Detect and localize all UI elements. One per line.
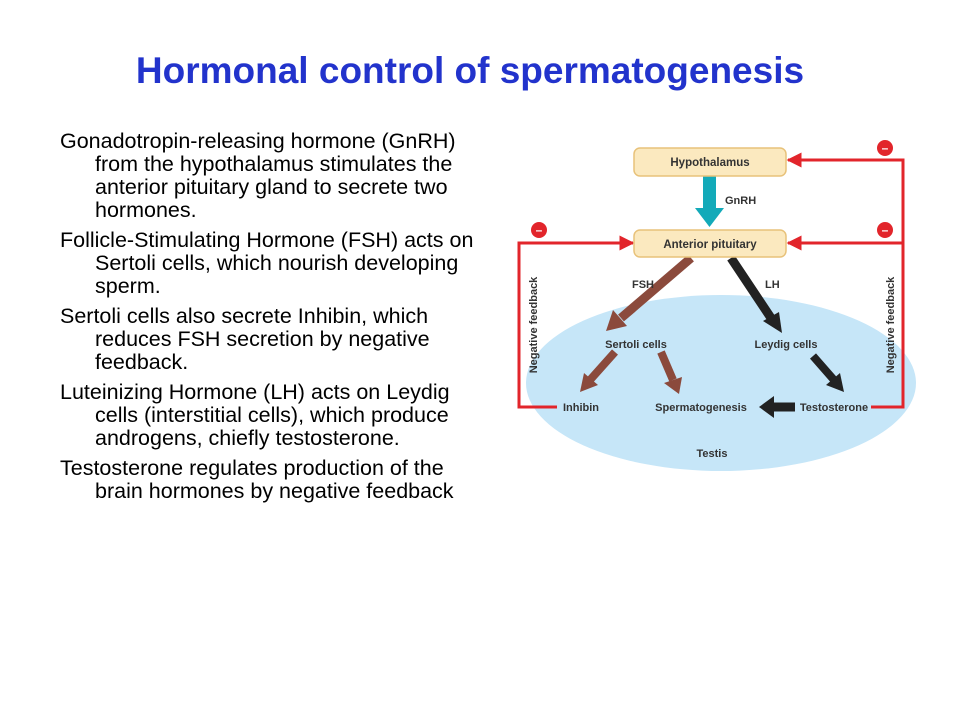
testosterone-label: Testosterone	[800, 402, 868, 414]
fsh-arrow-shaft	[618, 254, 694, 322]
slide-title: Hormonal control of spermatogenesis	[135, 50, 805, 91]
leydig-cells-label: Leydig cells	[755, 339, 818, 351]
bullet-testosterone: Testosterone regulates production of the…	[60, 456, 454, 503]
feedback-right-outer	[786, 152, 905, 409]
anterior-pituitary-label: Anterior pituitary	[663, 239, 757, 251]
lh-label: LH	[765, 279, 780, 291]
sertoli-cells-label: Sertoli cells	[605, 339, 667, 351]
hypothalamus-box	[633, 147, 787, 177]
feedback-left	[517, 235, 635, 409]
svg-text:–: –	[882, 141, 889, 155]
fsh-label: FSH	[632, 279, 654, 291]
negative-feedback-right-label: Negative feedback	[885, 276, 897, 373]
minus-icon-left: –	[531, 222, 547, 238]
testis-label: Testis	[697, 448, 728, 460]
leydig-to-testosterone-shaft	[809, 353, 838, 383]
fsh-arrow-head	[606, 310, 627, 331]
lh-arrow-head	[763, 312, 782, 333]
bullet-gnrh: Gonadotropin-releasing hormone (GnRH) fr…	[60, 129, 456, 222]
hypothalamus-label: Hypothalamus	[670, 157, 749, 169]
bullet-lh: Luteinizing Hormone (LH) acts on Leydig …	[60, 380, 450, 450]
hormone-diagram: – – – Negative feedback Negative feedbac…	[517, 140, 916, 471]
leydig-to-testosterone-head	[826, 373, 844, 392]
bullet-list: Gonadotropin-releasing hormone (GnRH) fr…	[60, 130, 490, 510]
bullet-fsh: Follicle-Stimulating Hormone (FSH) acts …	[60, 228, 474, 298]
sertoli-to-sperm-head	[664, 377, 682, 394]
testis-ellipse	[526, 295, 916, 471]
gnrh-label: GnRH	[725, 195, 756, 207]
minus-icon-right: –	[877, 222, 893, 238]
bullet-inhibin: Sertoli cells also secrete Inhibin, whic…	[60, 304, 430, 374]
lh-arrow-shaft	[727, 255, 775, 321]
anterior-pituitary-box	[633, 229, 787, 258]
gnrh-arrow	[695, 176, 724, 227]
inhibin-label: Inhibin	[563, 402, 599, 414]
svg-text:–: –	[536, 223, 543, 237]
sertoli-to-inhibin-head	[580, 373, 598, 392]
sertoli-to-inhibin-shaft	[587, 349, 618, 383]
spermatogenesis-label: Spermatogenesis	[655, 402, 747, 414]
svg-text:–: –	[882, 223, 889, 237]
negative-feedback-left-label: Negative feedback	[528, 276, 540, 373]
sertoli-to-sperm-shaft	[657, 350, 677, 382]
testosterone-to-sperm-head	[759, 396, 774, 418]
minus-icon-top: –	[877, 140, 893, 156]
